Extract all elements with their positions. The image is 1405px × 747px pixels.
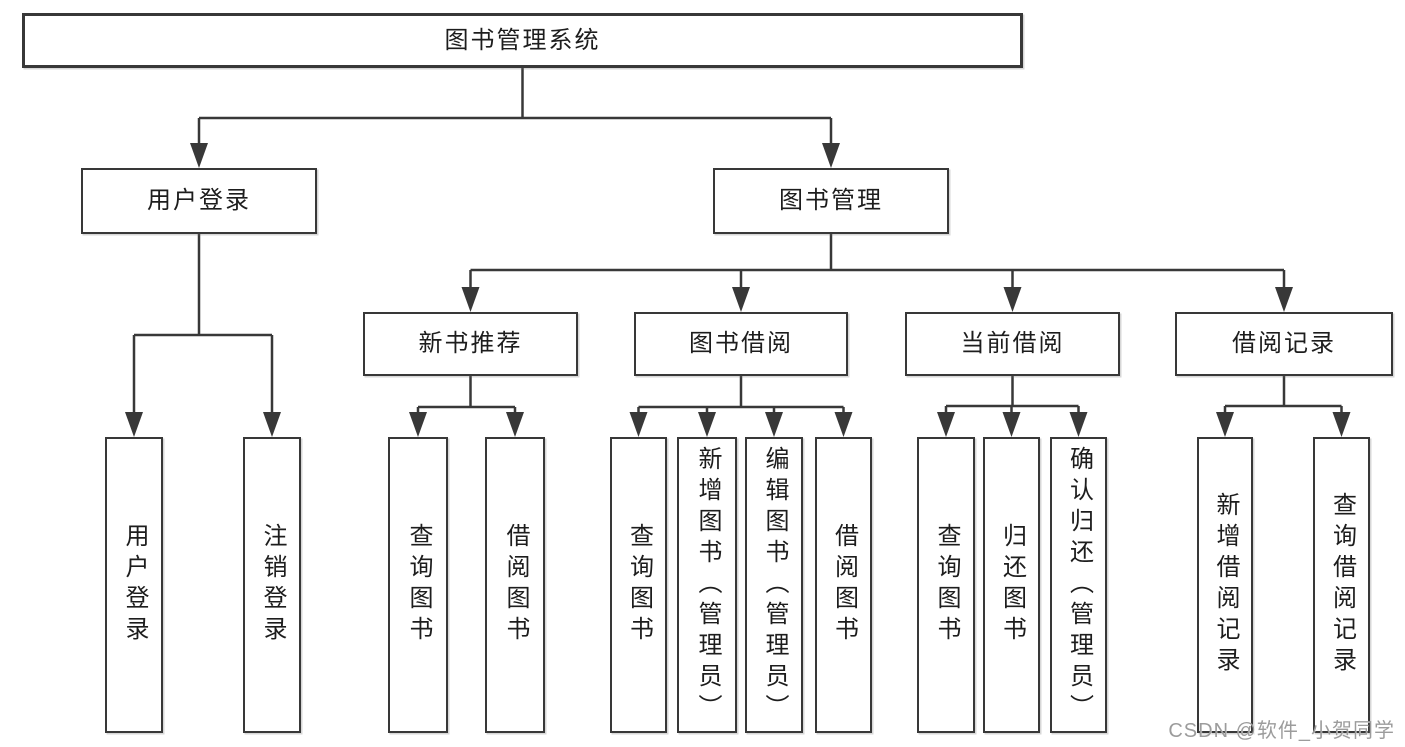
arrowhead-leaf-bb-borrow	[834, 412, 853, 437]
node-leaf-cb-query: 查询图书	[917, 437, 975, 733]
connector-borrow-record	[1223, 376, 1343, 419]
arrowhead-leaf-bb-add	[698, 412, 716, 437]
node-leaf-logout: 注销登录	[243, 437, 301, 733]
connector-root	[197, 68, 833, 150]
node-leaf-br-add: 新增借阅记录	[1197, 437, 1253, 733]
connector-user-login	[132, 234, 274, 419]
node-leaf-cb-confirm: 确认归还（管理员）	[1050, 437, 1107, 733]
node-label: 用户登录	[121, 523, 148, 647]
arrowhead-leaf-cb-query	[937, 412, 955, 437]
node-user-login: 用户登录	[81, 168, 317, 234]
arrowhead-current-borrow	[1003, 287, 1022, 312]
node-leaf-user-login: 用户登录	[105, 437, 163, 733]
node-leaf-cb-return: 归还图书	[983, 437, 1040, 733]
connector-new-book-rec	[416, 376, 517, 419]
node-label: 用户登录	[147, 187, 251, 214]
node-leaf-bb-query: 查询图书	[610, 437, 667, 733]
arrowhead-leaf-cb-confirm	[1069, 412, 1088, 437]
node-label: 注销登录	[259, 523, 286, 647]
node-label: 查询图书	[625, 523, 653, 647]
node-label: 新书推荐	[418, 330, 523, 357]
connector-book-borrow	[637, 376, 845, 419]
arrowhead-leaf-user-login	[125, 412, 143, 437]
node-label: 归还图书	[998, 523, 1026, 647]
arrowhead-book-mgmt	[822, 143, 840, 168]
node-leaf-nbr-borrow: 借阅图书	[485, 437, 545, 733]
arrowhead-book-borrow	[732, 287, 750, 312]
node-borrow-record: 借阅记录	[1175, 312, 1393, 376]
arrowhead-user-login	[190, 143, 208, 168]
connector-current-borrow	[944, 376, 1080, 419]
node-label: 查询图书	[933, 523, 960, 647]
arrowhead-leaf-nbr-borrow	[506, 412, 524, 437]
node-label: 当前借阅	[960, 330, 1065, 357]
node-label: 编辑图书（管理员）	[761, 445, 788, 725]
node-label: 查询图书	[405, 523, 432, 647]
node-current-borrow: 当前借阅	[905, 312, 1120, 376]
arrowhead-leaf-br-add	[1216, 412, 1234, 437]
node-label: 查询借阅记录	[1328, 492, 1356, 678]
node-leaf-bb-add: 新增图书（管理员）	[677, 437, 737, 733]
node-leaf-bb-edit: 编辑图书（管理员）	[745, 437, 803, 733]
node-leaf-nbr-query: 查询图书	[388, 437, 448, 733]
node-label: 新增图书（管理员）	[694, 445, 721, 725]
arrowhead-new-book-rec	[461, 287, 480, 312]
node-book-mgmt: 图书管理	[713, 168, 949, 234]
node-label: 借阅图书	[830, 523, 858, 647]
node-label: 确认归还（管理员）	[1065, 445, 1093, 725]
node-label: 图书借阅	[689, 330, 793, 357]
node-new-book-rec: 新书推荐	[363, 312, 578, 376]
arrowhead-leaf-br-query	[1332, 412, 1351, 437]
arrowhead-leaf-logout	[263, 412, 281, 437]
node-leaf-bb-borrow: 借阅图书	[815, 437, 872, 733]
arrowhead-leaf-nbr-query	[409, 412, 427, 437]
node-label: 借阅记录	[1232, 330, 1336, 357]
arrowhead-leaf-bb-edit	[765, 412, 783, 437]
connector-book-mgmt	[469, 234, 1286, 294]
arrowhead-leaf-cb-return	[1002, 412, 1021, 437]
watermark-text: CSDN @软件_小贺同学	[1168, 720, 1395, 742]
node-root: 图书管理系统	[22, 13, 1023, 68]
watermark: CSDN @软件_小贺同学	[1168, 714, 1395, 743]
node-label: 借阅图书	[502, 523, 529, 647]
node-label: 图书管理系统	[444, 26, 601, 54]
node-leaf-br-query: 查询借阅记录	[1313, 437, 1370, 733]
node-book-borrow: 图书借阅	[634, 312, 848, 376]
node-label: 新增借阅记录	[1212, 492, 1239, 678]
arrowhead-leaf-bb-query	[629, 412, 648, 437]
arrowhead-borrow-record	[1275, 287, 1293, 312]
node-label: 图书管理	[779, 187, 883, 214]
